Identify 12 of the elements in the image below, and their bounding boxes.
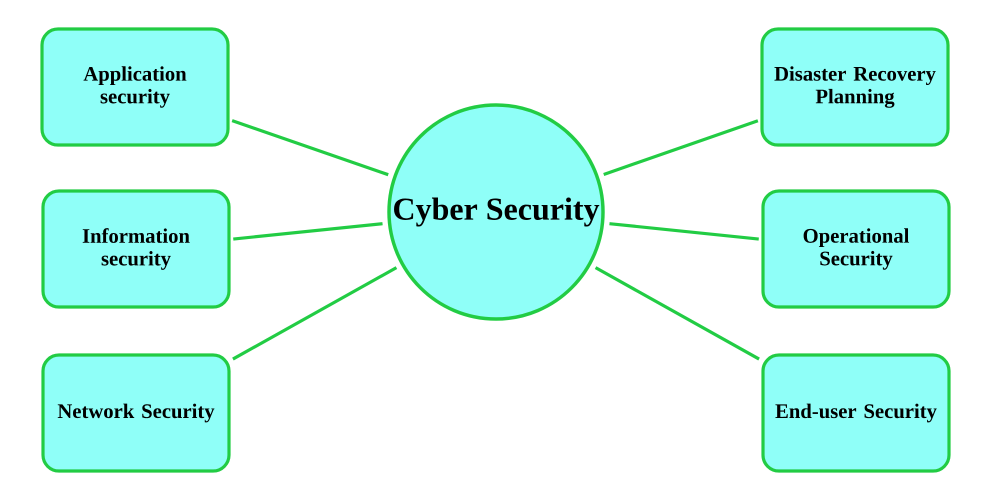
category-box: Disaster Recovery Planning <box>760 27 950 147</box>
category-box: End-user Security <box>761 353 951 473</box>
connector-line <box>232 266 398 360</box>
category-box: Operational Security <box>761 189 951 309</box>
connector-line <box>594 266 760 360</box>
connector-line <box>609 222 759 241</box>
category-box: Network Security <box>41 353 231 473</box>
connector-line <box>232 119 389 176</box>
connector-line <box>233 222 383 241</box>
category-box: Information security <box>41 189 231 309</box>
category-box: Application security <box>40 27 230 147</box>
connector-line <box>603 119 758 176</box>
